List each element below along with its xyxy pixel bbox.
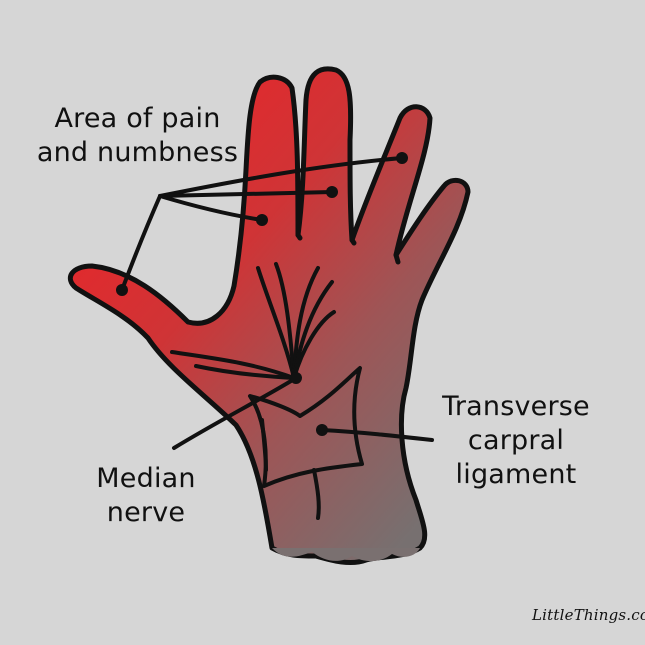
watermark: LittleThings.com	[532, 606, 645, 624]
pain-label-line2: and numbness	[36, 137, 239, 168]
finger-gap-ring	[393, 252, 401, 265]
ligament-lower-crease	[312, 468, 321, 520]
wrist-edge	[272, 548, 420, 562]
ligament-label-line3: ligament	[455, 459, 577, 490]
median-nerve-branches	[170, 262, 336, 380]
finger-gap-index	[295, 232, 303, 241]
ligament-left-crease	[260, 418, 268, 472]
ligament-pointer-dot	[316, 424, 328, 436]
median-label-line1: Median	[96, 463, 196, 494]
ligament-label-line2: carpral	[467, 425, 565, 456]
median-pointer-line	[172, 376, 298, 450]
hand-outline	[68, 66, 471, 565]
median-nerve-label: Median nerve	[86, 462, 206, 530]
ligament-pointer-line	[320, 428, 434, 442]
pain-label-line1: Area of pain	[54, 103, 221, 134]
pain-area-label: Area of pain and numbness	[30, 102, 245, 170]
ligament-label: Transverse carpral ligament	[436, 390, 596, 492]
median-label-line2: nerve	[106, 497, 186, 528]
median-pointer-dot	[290, 372, 302, 384]
finger-gap-middle	[349, 237, 357, 246]
pain-pointer-dots	[116, 152, 408, 296]
pain-pointers	[120, 156, 404, 292]
ligament-label-line1: Transverse	[442, 391, 590, 422]
